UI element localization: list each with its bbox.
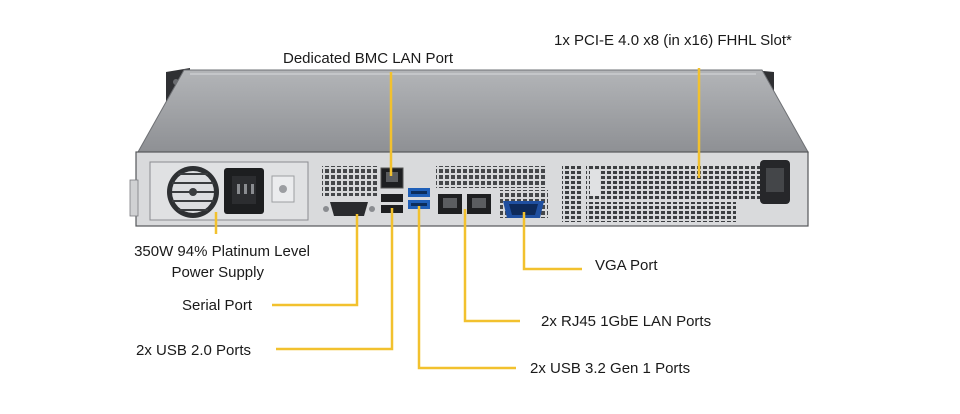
pcie-slot-icon bbox=[562, 166, 782, 222]
power-inlet-icon bbox=[224, 168, 264, 214]
psu-module bbox=[149, 161, 309, 221]
io-vent-left bbox=[322, 166, 378, 196]
chassis-top-cover bbox=[137, 69, 809, 153]
usb2-ports-label: 2x USB 2.0 Ports bbox=[136, 342, 252, 359]
psu-label-line1: 350W 94% Platinum Level bbox=[134, 243, 310, 260]
vga-port-icon bbox=[503, 201, 544, 218]
pcie-latch-icon bbox=[760, 160, 790, 204]
vga-port-label: VGA Port bbox=[595, 257, 658, 274]
leader-serial bbox=[272, 214, 359, 307]
io-vent-top bbox=[436, 166, 546, 188]
leader-usb2 bbox=[276, 208, 394, 351]
rj45-ports-label: 2x RJ45 1GbE LAN Ports bbox=[541, 313, 712, 330]
serial-port-label: Serial Port bbox=[182, 297, 253, 314]
usb3-ports-label: 2x USB 3.2 Gen 1 Ports bbox=[530, 360, 691, 377]
pcie-slot-label: 1x PCI-E 4.0 x8 (in x16) FHHL Slot* bbox=[554, 32, 792, 49]
leader-lines bbox=[214, 68, 701, 370]
psu-fan-icon bbox=[167, 166, 219, 218]
rj45-port-icon bbox=[438, 194, 491, 214]
leader-rj45 bbox=[463, 209, 520, 323]
bmc-lan-port-label: Dedicated BMC LAN Port bbox=[283, 50, 454, 67]
serial-port-icon bbox=[323, 202, 375, 216]
usb3-port-icon bbox=[408, 188, 430, 209]
leader-usb3 bbox=[417, 206, 516, 370]
psu-label-line2: Power Supply bbox=[171, 264, 264, 281]
leader-vga bbox=[522, 212, 582, 271]
